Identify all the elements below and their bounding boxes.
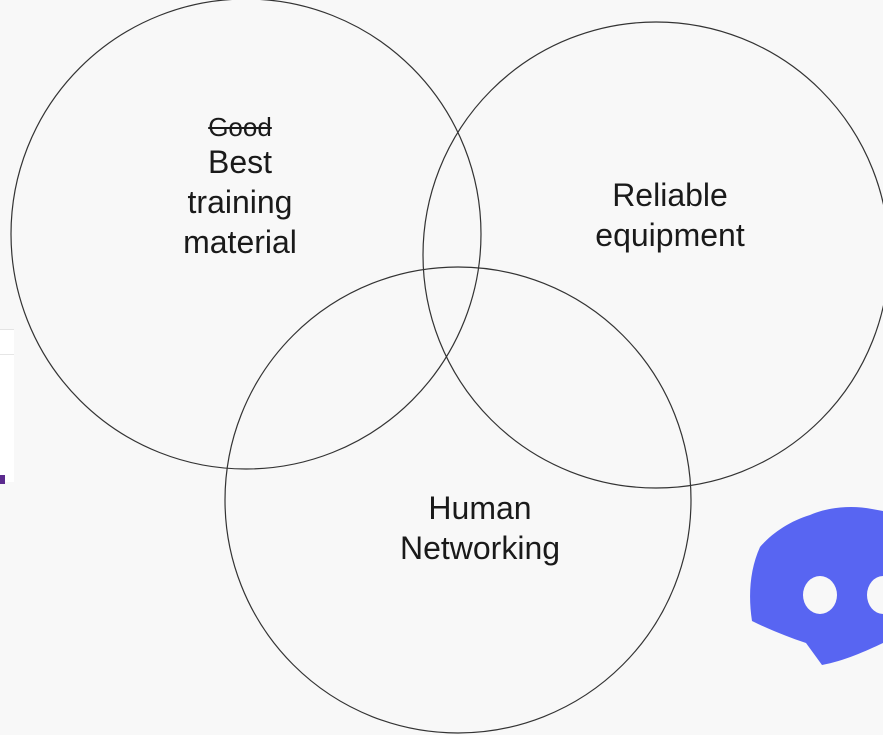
label-training-material: Good Best training material <box>140 112 340 262</box>
circle-reliable-equipment <box>422 21 883 489</box>
label-line: Best <box>207 144 273 180</box>
label-line: Human <box>428 490 532 526</box>
background-window-fragment <box>0 329 14 482</box>
circle-human-networking <box>224 266 692 734</box>
discord-right-eye <box>867 576 883 614</box>
window-divider <box>0 354 14 355</box>
label-line: material <box>183 224 297 260</box>
discord-logo-icon <box>750 507 883 665</box>
label-line: training <box>187 184 293 220</box>
label-line: Reliable <box>612 177 728 213</box>
struck-word: Good <box>208 112 272 142</box>
accent-mark <box>0 475 5 484</box>
discord-left-eye <box>803 576 837 614</box>
circle-training-material <box>10 0 482 470</box>
label-line: equipment <box>595 217 745 253</box>
label-line: Networking <box>399 530 561 566</box>
label-reliable-equipment: Reliable equipment <box>560 175 780 255</box>
label-human-networking: Human Networking <box>360 488 600 568</box>
